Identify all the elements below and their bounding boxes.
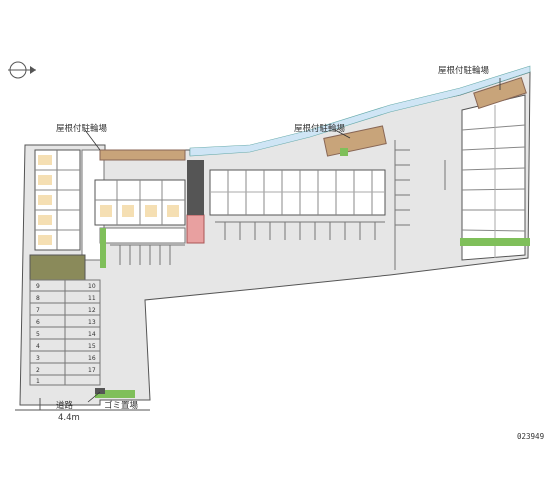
parking-number: 1 [36, 378, 40, 385]
parking-number: 13 [88, 319, 96, 326]
parking-number: 5 [36, 331, 40, 338]
bike-parking-left [99, 149, 186, 161]
road-width-label: 4.4m [58, 413, 80, 423]
building-left [34, 149, 81, 251]
parking-number: 9 [36, 283, 40, 290]
parking-number: 3 [36, 355, 40, 362]
parking-row-center [110, 140, 446, 270]
garbage-area [95, 388, 105, 394]
parking-number: 6 [36, 319, 40, 326]
parking-number: 8 [36, 295, 40, 302]
greenery [95, 390, 135, 398]
greenery [340, 148, 348, 156]
north-arrow-icon [8, 61, 36, 79]
bike-parking-left-label: 屋根付駐輪場 [56, 123, 108, 134]
parking-numbers-left: 9 8 7 6 5 4 3 2 1 [36, 283, 40, 385]
garbage-label: ゴミ置場 [104, 400, 139, 411]
bike-parking-center-label: 屋根付駐輪場 [294, 123, 346, 134]
bike-parking-center [323, 125, 387, 157]
greenery [100, 228, 106, 268]
building-center-left [94, 179, 186, 226]
road-label: 道路 [56, 400, 74, 411]
water-strip [189, 65, 531, 157]
parking-number: 4 [36, 343, 40, 350]
parking-number: 2 [36, 367, 40, 374]
parking-number: 11 [88, 295, 96, 302]
walkway [99, 227, 186, 244]
access-strip [186, 214, 205, 244]
property-code: 023949 [517, 432, 544, 441]
parking-number: 15 [88, 343, 96, 350]
stair-block [187, 160, 204, 215]
greenery [460, 238, 530, 246]
landscape-area [29, 254, 86, 281]
parking-number: 12 [88, 307, 96, 314]
parking-number: 16 [88, 355, 96, 362]
parking-number: 14 [88, 331, 96, 338]
parking-number: 10 [88, 283, 96, 290]
parking-number: 17 [88, 367, 96, 374]
bike-parking-right [473, 77, 527, 109]
building-center [209, 169, 386, 216]
parking-number: 7 [36, 307, 40, 314]
building-right [461, 94, 526, 261]
bike-parking-right-label: 屋根付駐輪場 [438, 65, 490, 76]
parking-numbers-right: 10 11 12 13 14 15 16 17 [88, 283, 96, 374]
parking-column-numbered [29, 279, 101, 386]
